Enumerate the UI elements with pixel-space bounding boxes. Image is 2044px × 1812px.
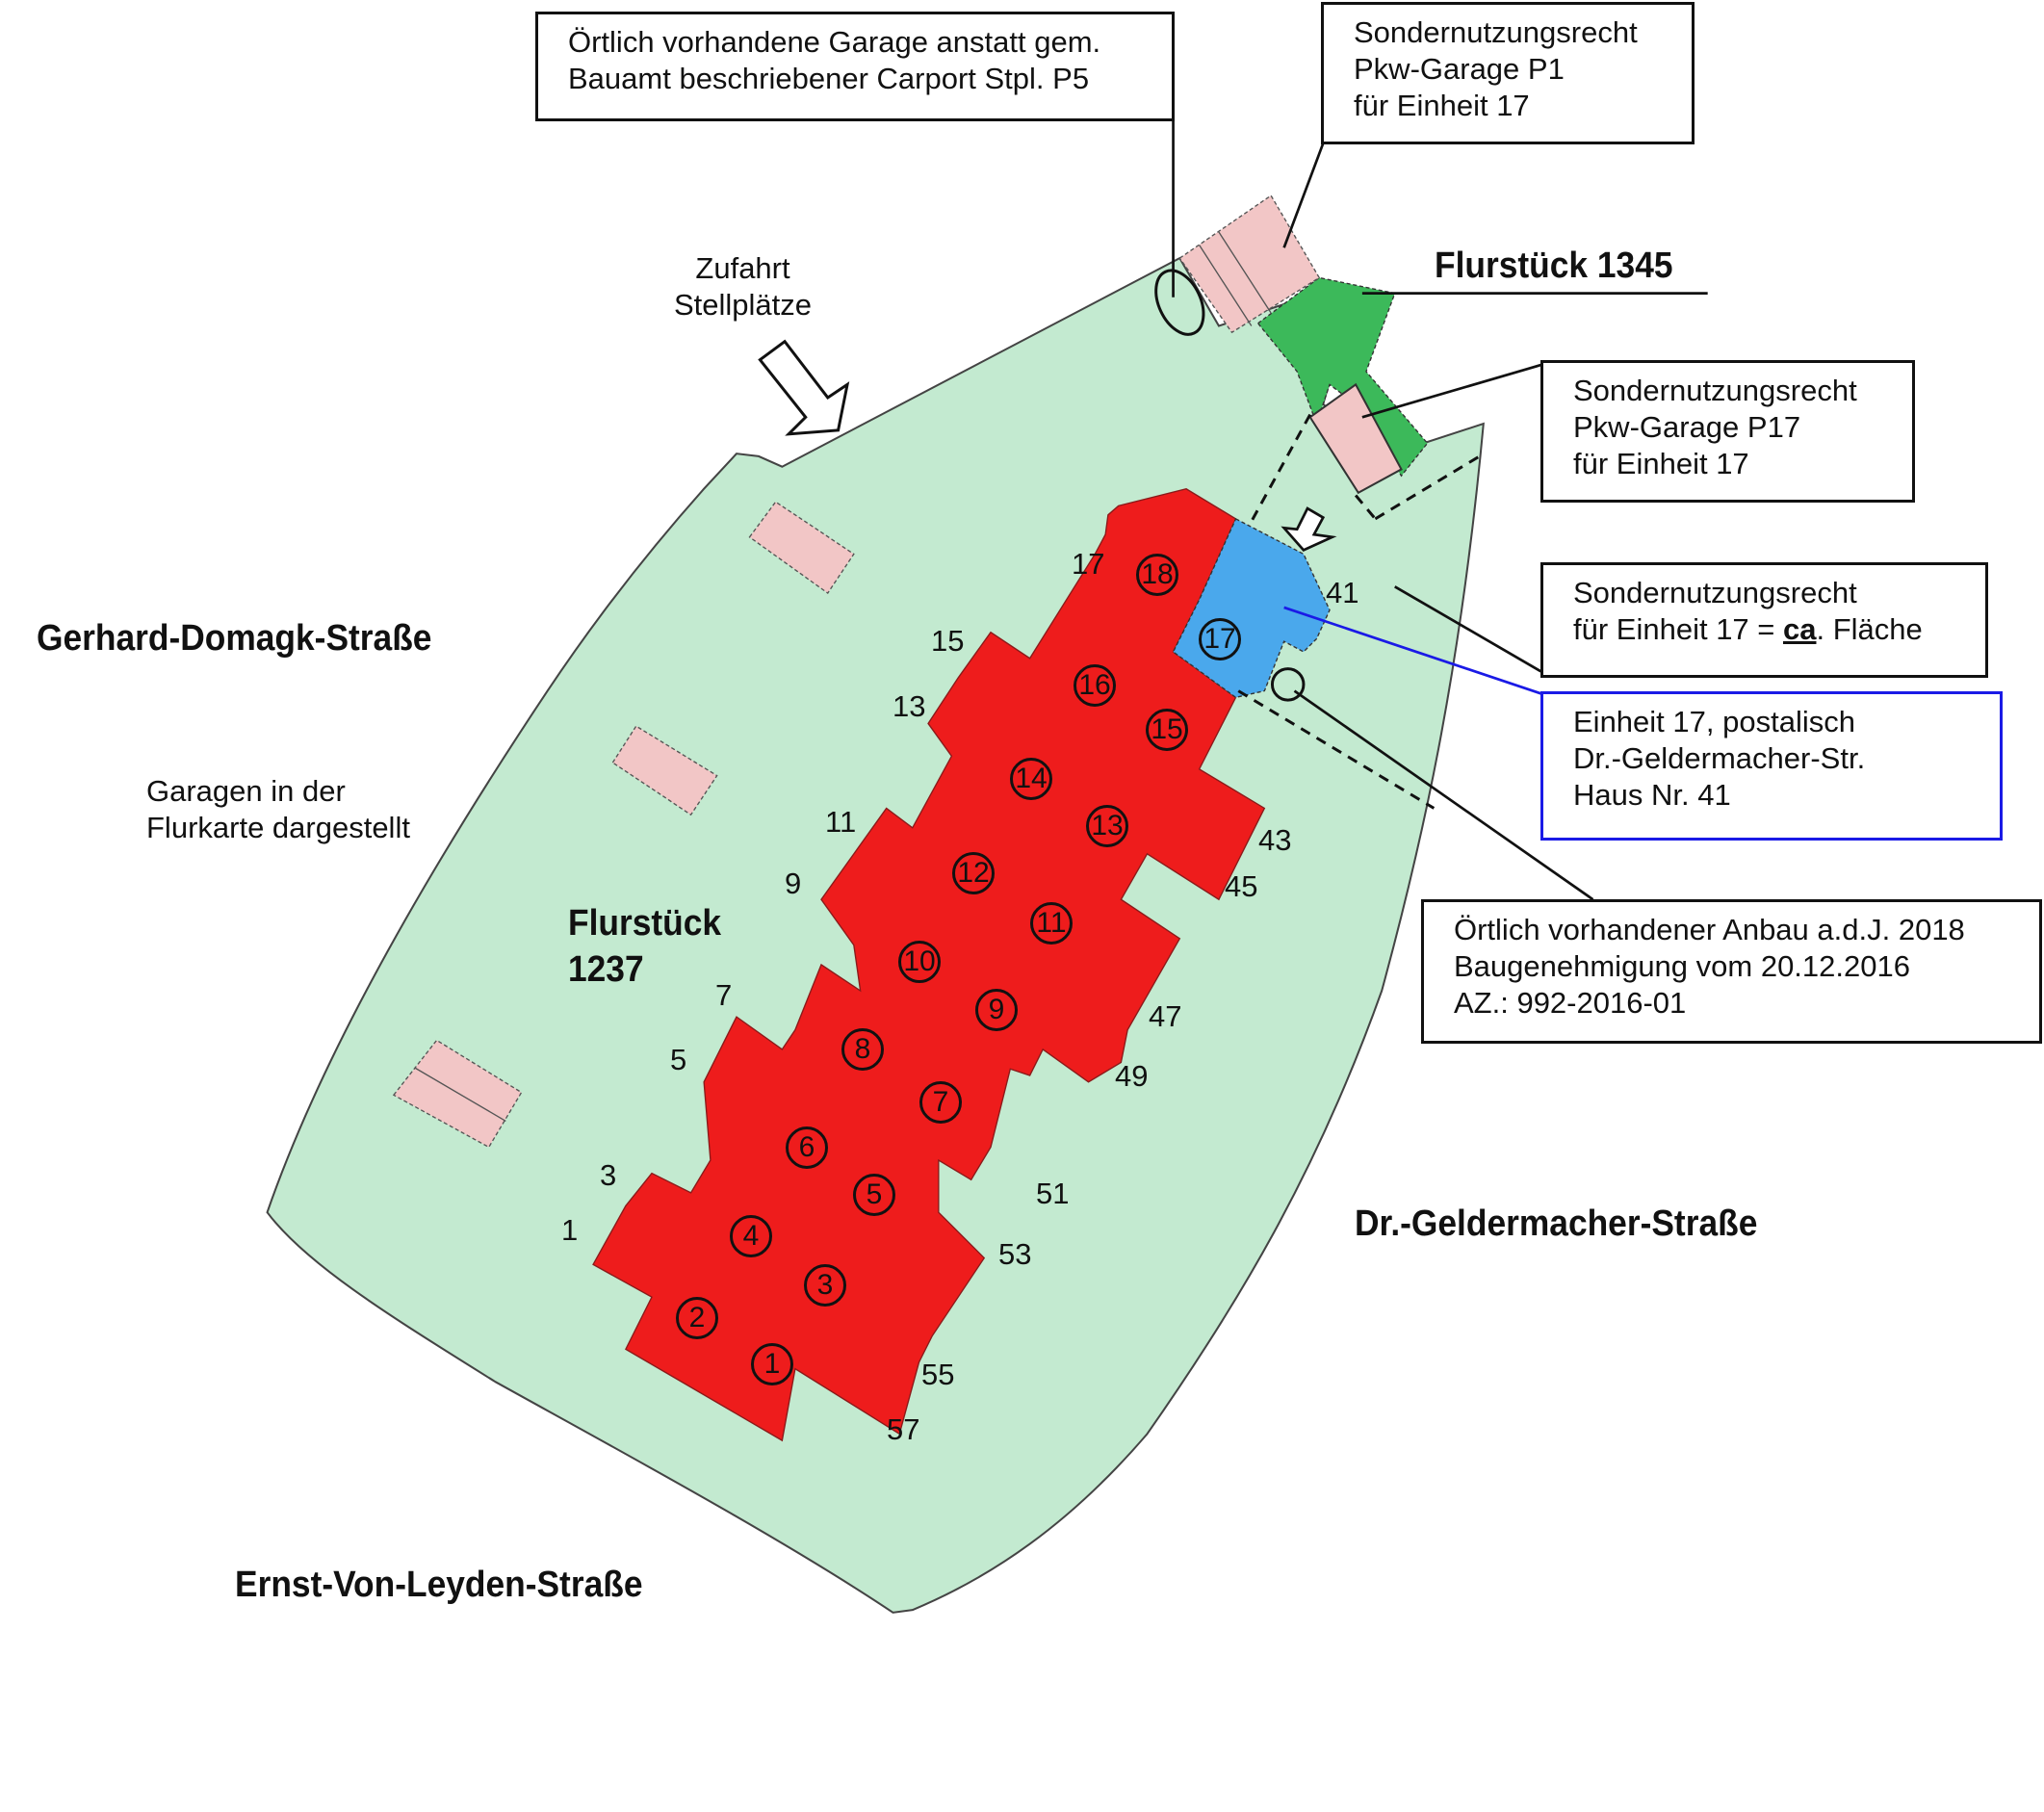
street-dr-geldermacher: Dr.-Geldermacher-Straße: [1355, 1204, 1758, 1244]
unit-13: 13: [1086, 805, 1128, 847]
leader-lines: [1172, 119, 1708, 901]
garage-1: [748, 501, 855, 595]
street-ernst-von-leyden: Ernst-Von-Leyden-Straße: [235, 1565, 643, 1605]
note-line: Baugenehmigung vom 20.12.2016: [1454, 949, 1910, 983]
note-text: für Einheit 17 =: [1573, 612, 1783, 646]
house-number: 11: [825, 805, 857, 839]
unit-2: 2: [676, 1297, 718, 1339]
garage-3: [392, 1039, 523, 1149]
house-number: 41: [1326, 576, 1359, 609]
note-line: AZ.: 992-2016-01: [1454, 986, 1687, 1020]
note-line: für Einheit 17 = ca. Fläche: [1573, 611, 1985, 648]
note-postal: Einheit 17, postalisch Dr.-Geldermacher-…: [1540, 691, 2003, 841]
unit-12: 12: [952, 852, 995, 894]
carport-marker: [1154, 269, 1205, 336]
house-number: 1: [561, 1213, 579, 1247]
note-line: Örtlich vorhandener Anbau a.d.J. 2018: [1454, 913, 1965, 946]
label-line: Stellplätze: [674, 288, 813, 322]
note-line: Einheit 17, postalisch: [1573, 705, 1855, 738]
unit-17: 17: [1199, 618, 1241, 660]
unit-4: 4: [730, 1215, 772, 1257]
note-line: Haus Nr. 41: [1573, 778, 1731, 812]
unit-1: 1: [751, 1343, 793, 1385]
note-area: Sondernutzungsrecht für Einheit 17 = ca.…: [1540, 562, 1988, 678]
dashed-boundary: [1237, 413, 1481, 810]
blue-leader-line: [1283, 606, 1541, 695]
label-garagen: Garagen in der Flurkarte dargestellt: [146, 773, 410, 846]
note-garage-p1: Sondernutzungsrecht Pkw-Garage P1 für Ei…: [1321, 2, 1695, 144]
note-line: Pkw-Garage P1: [1354, 52, 1565, 86]
unit-7: 7: [919, 1081, 962, 1124]
house-number: 13: [893, 689, 926, 723]
unit-9: 9: [975, 989, 1018, 1031]
unit-14: 14: [1010, 758, 1052, 800]
note-line: Sondernutzungsrecht: [1354, 15, 1638, 49]
house-number: 7: [715, 978, 733, 1012]
unit17-arrow-icon: [1281, 506, 1337, 553]
unit-8: 8: [841, 1028, 884, 1071]
house-number: 3: [600, 1158, 617, 1192]
note-line: für Einheit 17: [1354, 89, 1530, 122]
note-garage-p17: Sondernutzungsrecht Pkw-Garage P17 für E…: [1540, 360, 1915, 503]
anbau-marker: [1270, 667, 1306, 702]
label-line: Flurkarte dargestellt: [146, 811, 410, 844]
house-number: 49: [1115, 1059, 1149, 1093]
note-ca: ca: [1783, 612, 1817, 646]
note-line: Pkw-Garage P17: [1573, 410, 1801, 444]
label-flurstueck-1345: Flurstück 1345: [1435, 246, 1673, 286]
access-arrow-icon: [758, 339, 850, 436]
note-line: Dr.-Geldermacher-Str.: [1573, 741, 1866, 775]
unit-10: 10: [898, 941, 941, 983]
unit-3: 3: [804, 1264, 846, 1307]
street-gerhard-domagk: Gerhard-Domagk-Straße: [37, 618, 432, 659]
house-number: 17: [1072, 547, 1105, 581]
label-flurstueck-1237: Flurstück 1237: [568, 900, 721, 993]
house-number: 45: [1225, 869, 1258, 903]
note-carport: Örtlich vorhandene Garage anstatt gem. B…: [535, 12, 1175, 121]
house-number: 9: [785, 867, 802, 900]
unit-11: 11: [1030, 902, 1073, 945]
garage-2: [611, 725, 718, 816]
note-text: . Fläche: [1816, 612, 1923, 646]
house-number: 57: [887, 1412, 920, 1446]
label-line: Zufahrt: [695, 251, 790, 285]
note-line: Sondernutzungsrecht: [1573, 576, 1857, 609]
unit-6: 6: [786, 1126, 828, 1169]
note-line: Bauamt beschriebener Carport Stpl. P5: [568, 62, 1090, 95]
house-number: 15: [931, 624, 965, 658]
label-zufahrt: Zufahrt Stellplätze: [674, 250, 812, 324]
house-number: 51: [1036, 1177, 1070, 1210]
house-number: 55: [921, 1358, 955, 1391]
garage-p17: [1308, 382, 1403, 495]
note-line: für Einheit 17: [1573, 447, 1749, 480]
house-number: 47: [1149, 999, 1182, 1033]
house-number: 53: [998, 1237, 1032, 1271]
unit-18: 18: [1136, 554, 1178, 596]
note-anbau: Örtlich vorhandener Anbau a.d.J. 2018 Ba…: [1421, 899, 2042, 1044]
label-line: Flurstück: [568, 903, 722, 944]
house-number: 5: [670, 1043, 687, 1076]
label-line: Garagen in der: [146, 774, 346, 808]
parcel-1345: [1256, 276, 1429, 478]
note-line: Örtlich vorhandene Garage anstatt gem.: [568, 25, 1101, 59]
note-line: Sondernutzungsrecht: [1573, 374, 1857, 407]
label-line: 1237: [568, 949, 644, 990]
garage-top: [1178, 194, 1321, 334]
unit-16: 16: [1074, 664, 1116, 707]
unit-15: 15: [1146, 709, 1188, 751]
unit-5: 5: [853, 1174, 895, 1216]
house-number: 43: [1258, 823, 1292, 857]
